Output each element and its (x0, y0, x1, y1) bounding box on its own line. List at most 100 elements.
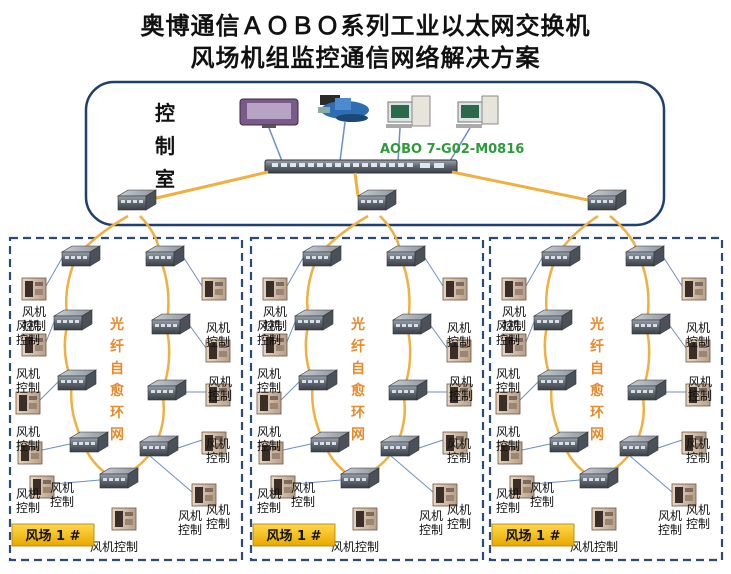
turbine-control-label: 风机控制 (530, 481, 554, 509)
turbine-control-label-line: 风机 (447, 503, 471, 517)
switch-port (635, 446, 639, 449)
turbine-control-cabinet-icon (352, 507, 378, 531)
cabinet-panel (272, 453, 280, 459)
control-room-frame (84, 80, 666, 227)
cabinet-panel (460, 395, 468, 401)
turbine-control-label: 风机控制 (16, 487, 40, 515)
cabinet-door (274, 479, 282, 495)
turbine-control-cabinet-icon (29, 475, 55, 499)
switch-port (133, 200, 137, 203)
ring-switch-icon (532, 309, 574, 331)
switch-port (653, 324, 657, 327)
switch-port (308, 380, 312, 383)
switch-port (167, 324, 171, 327)
cabinet-panel (31, 446, 39, 450)
switch-port (73, 442, 77, 445)
cabinet-panel (460, 388, 468, 392)
ring-switch-icon (339, 467, 381, 489)
cabinet-panel (699, 351, 707, 357)
switch-port (151, 390, 155, 393)
cabinet-panel (605, 512, 613, 516)
ring-head-switch-icon (116, 189, 158, 211)
turbine-control-label-line: 控制 (658, 523, 682, 537)
badge-label: 风场 1 # (267, 529, 322, 544)
turbine-control-label-line: 控制 (496, 333, 520, 347)
switch-port (121, 200, 125, 203)
cabinet-panel (515, 282, 523, 286)
cabinet-panel (219, 344, 227, 348)
switch-side (81, 309, 93, 331)
turbine-control-label: 风机控制 (686, 321, 710, 349)
ring-switch-icon (52, 309, 94, 331)
badge-label: 风场 1 # (506, 529, 561, 544)
ring-label-char: 纤 (590, 338, 604, 355)
cabinet-panel (215, 443, 223, 449)
switch-side (647, 435, 659, 457)
turbine-control-label-line: 控制 (496, 439, 520, 453)
cabinet-panel (699, 395, 707, 401)
lan-links (39, 257, 207, 493)
cabinet-panel (35, 345, 43, 351)
switch-port (555, 320, 559, 323)
turbine-control-label: 风机控制 (496, 425, 520, 453)
turbine-control-label-line: 控制 (257, 381, 281, 395)
turbine-control-label-line: 控制 (686, 335, 710, 349)
turbine-control-label-line: 控制 (16, 381, 40, 395)
switch-side (145, 189, 157, 211)
switch-port (161, 324, 165, 327)
switch-side (416, 379, 428, 401)
turbine-control-cabinet-icon (201, 277, 227, 301)
cabinet-door (499, 395, 507, 411)
cabinet-panel (125, 519, 133, 525)
turbine-control-label-line: 风机 (530, 481, 554, 495)
lan-links (280, 257, 448, 493)
switch-side (420, 313, 432, 335)
lan-link (418, 439, 444, 449)
switch-port (641, 324, 645, 327)
switch-port (379, 200, 383, 203)
cabinet-door (450, 387, 458, 403)
turbine-control-label-line: 风机 (257, 487, 281, 501)
turbine-control-label: 风机控制 (447, 437, 471, 465)
switch-port (408, 256, 412, 259)
ring-label-char: 环 (351, 405, 365, 421)
ring-switch-icon (68, 431, 110, 453)
cabinet-panel (685, 495, 693, 501)
switch-port (63, 320, 67, 323)
switch-port (549, 320, 553, 323)
cabinet-panel (219, 388, 227, 392)
cabinet-panel (35, 338, 43, 342)
turbine-control-label-line: 风机控制 (331, 540, 379, 554)
cabinet-panel (509, 403, 517, 409)
switch-port (103, 478, 107, 481)
ring-switch-icon (379, 435, 421, 457)
turbine-control-label-line: 风机 (257, 425, 281, 439)
lan-link (424, 257, 444, 287)
cabinet-panel (29, 396, 37, 400)
turbine-control-label-line: 风机 (291, 481, 315, 495)
turbine-control-cabinet-icon (681, 277, 707, 301)
turbine-control-label: 风机控制 (496, 487, 520, 515)
switch-port (601, 478, 605, 481)
turbine-control-label-line: 风机控制 (570, 540, 618, 554)
switch-side (127, 467, 139, 489)
cabinet-door (115, 511, 123, 527)
cabinet-door (501, 445, 509, 461)
turbine-control-cabinet-icon (442, 277, 468, 301)
switch-port (167, 256, 171, 259)
turbine-control-label-line: 控制 (496, 501, 520, 515)
turbine-control-label-line: 控制 (206, 451, 230, 465)
switch-port (320, 380, 324, 383)
monitor-icon (239, 98, 299, 128)
switch-port (402, 324, 406, 327)
turbine-control-label-line: 风机 (22, 305, 46, 319)
switch-port (157, 390, 161, 393)
switch-side (85, 369, 97, 391)
switch-port (603, 200, 607, 203)
switch-port (155, 446, 159, 449)
turbine-control-label: 风机控制 (178, 509, 202, 537)
turbine-control-label-line: 风机 (419, 509, 443, 523)
turbine-control-label-line: 风机 (257, 367, 281, 381)
cabinet-panel (270, 396, 278, 400)
wind-farm-group: 风机控制风机控制风机控制风机控制风机控制风机控制风机控制风机控制风机控制风机控制… (8, 189, 724, 562)
